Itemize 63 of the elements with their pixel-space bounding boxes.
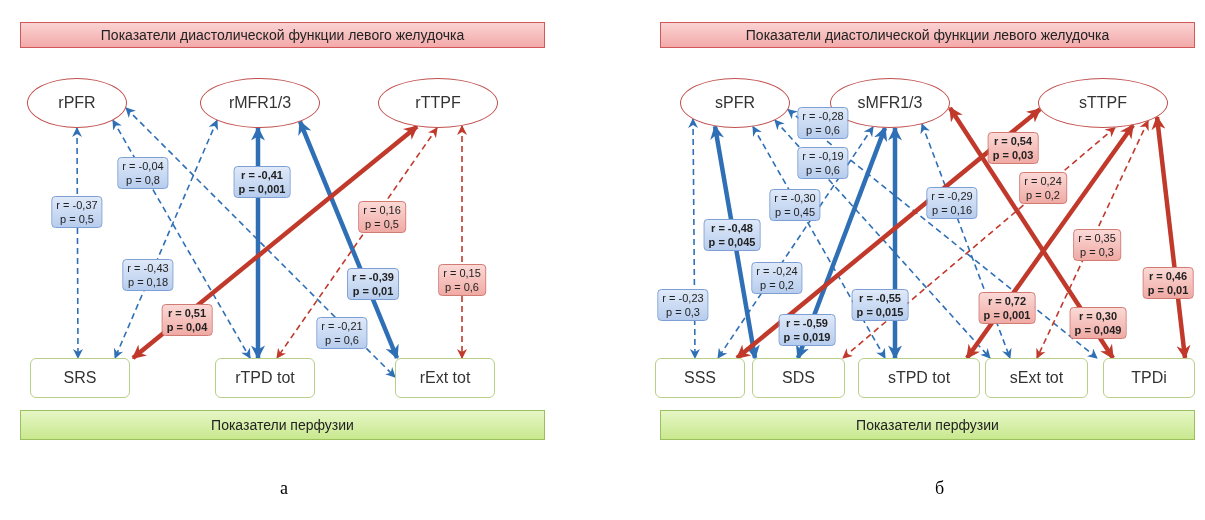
double-arrow — [965, 123, 1135, 360]
edge-label: r = 0,30 p = 0,049 — [1069, 307, 1127, 339]
edge-label: r = 0,16 p = 0,5 — [358, 201, 406, 233]
parameter-box: sExt tot — [985, 358, 1088, 398]
double-arrow — [888, 126, 902, 360]
double-arrow — [251, 126, 265, 360]
edge-label: r = -0,30 p = 0,45 — [769, 189, 821, 221]
double-arrow — [276, 127, 438, 359]
header-banner: Показатели диастолической функции левого желудочка — [20, 22, 545, 48]
double-arrow — [72, 127, 83, 359]
double-arrow — [125, 107, 396, 378]
footer-banner: Показатели перфузии — [20, 410, 545, 440]
footer-banner: Показатели перфузии — [660, 410, 1195, 440]
parameter-ellipse: rTTPF — [378, 78, 498, 128]
parameter-box: rTPD tot — [215, 358, 315, 398]
edge-label: r = -0,19 p = 0,6 — [797, 147, 849, 179]
double-arrow — [131, 124, 419, 360]
edge-label: r = -0,23 p = 0,3 — [657, 289, 709, 321]
parameter-ellipse: rPFR — [27, 78, 127, 128]
edge-label: r = 0,51 p = 0,04 — [161, 304, 213, 336]
double-arrow — [717, 126, 874, 359]
edge-label: r = 0,24 p = 0,2 — [1019, 172, 1067, 204]
edge-label: r = 0,72 p = 0,001 — [978, 292, 1036, 324]
edge-label: r = -0,43 p = 0,18 — [122, 259, 174, 291]
parameter-ellipse: sTTPF — [1038, 78, 1168, 128]
edge-label: r = -0,59 p = 0,019 — [778, 314, 836, 346]
double-arrow — [112, 119, 251, 359]
edge-label: r = -0,37 p = 0,5 — [51, 196, 103, 228]
edge-label: r = -0,28 p = 0,6 — [797, 107, 849, 139]
parameter-box: rExt tot — [395, 358, 495, 398]
edge-label: r = -0,24 p = 0,2 — [751, 262, 803, 294]
double-arrow — [113, 119, 219, 359]
double-arrow — [774, 119, 991, 359]
double-arrow — [688, 118, 700, 359]
panel-caption: а — [280, 478, 288, 499]
parameter-box: TPDi — [1103, 358, 1195, 398]
double-arrow — [735, 107, 1042, 360]
parameter-box: sTPD tot — [858, 358, 980, 398]
edge-label: r = -0,04 p = 0,8 — [117, 157, 169, 189]
parameter-box: SDS — [752, 358, 845, 398]
edge-label: r = -0,29 p = 0,16 — [926, 187, 978, 219]
parameter-box: SRS — [30, 358, 130, 398]
edge-label: r = 0,35 p = 0,3 — [1073, 229, 1121, 261]
double-arrow — [948, 106, 1115, 360]
parameter-box: SSS — [655, 358, 745, 398]
edge-label: r = -0,48 p = 0,045 — [703, 219, 761, 251]
double-arrow — [752, 125, 886, 359]
edge-label: r = -0,39 p = 0,01 — [347, 268, 399, 300]
double-arrow — [297, 120, 400, 360]
edge-label: r = 0,15 p = 0,6 — [438, 264, 486, 296]
panel-caption: б — [935, 478, 945, 499]
header-banner: Показатели диастолической функции левого желудочка — [660, 22, 1195, 48]
edge-label: r = -0,55 p = 0,015 — [851, 289, 909, 321]
edge-label: r = 0,54 p = 0,03 — [987, 132, 1039, 164]
parameter-ellipse: sPFR — [680, 78, 790, 128]
edge-label: r = -0,41 p = 0,001 — [233, 166, 291, 198]
edge-label: r = -0,21 p = 0,6 — [316, 317, 368, 349]
double-arrow — [1036, 120, 1149, 359]
edge-label: r = 0,46 p = 0,01 — [1142, 267, 1194, 299]
parameter-ellipse: rMFR1/3 — [200, 78, 320, 128]
double-arrow — [457, 124, 467, 359]
double-arrow — [787, 108, 1098, 359]
double-arrow — [1151, 115, 1191, 360]
